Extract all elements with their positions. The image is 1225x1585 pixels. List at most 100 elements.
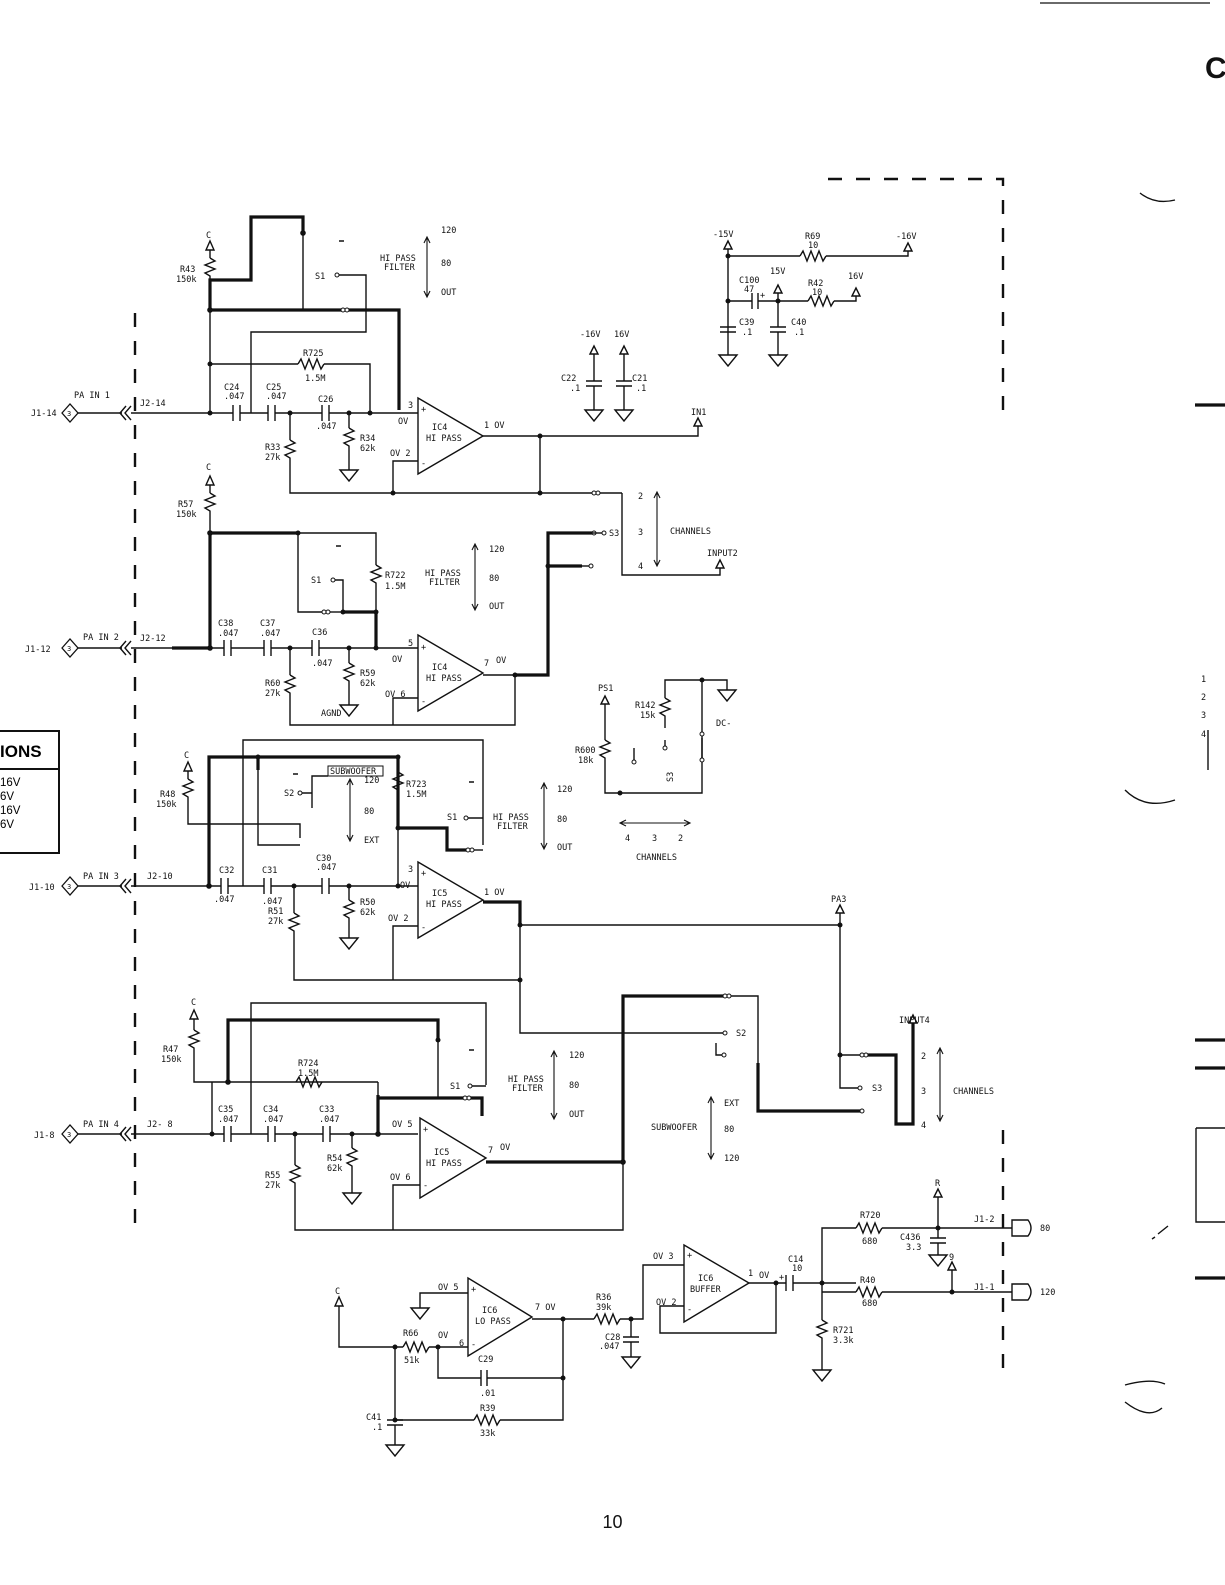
svg-text:C24: C24 xyxy=(224,383,239,393)
capacitor-c39 xyxy=(720,326,736,355)
svg-text:R33: R33 xyxy=(265,443,280,453)
svg-text:EXT: EXT xyxy=(364,836,379,846)
svg-text:R57: R57 xyxy=(178,500,193,510)
resistor-r724 xyxy=(295,1075,323,1089)
resistor-r57 xyxy=(203,492,217,533)
switch-s2-label: S2 xyxy=(284,789,294,799)
svg-text:1: 1 xyxy=(1201,675,1206,685)
svg-text:HI PASS: HI PASS xyxy=(426,1159,462,1169)
svg-text:OUT: OUT xyxy=(441,288,456,298)
svg-text:3.3k: 3.3k xyxy=(833,1336,853,1346)
svg-text:C31: C31 xyxy=(262,866,277,876)
svg-text:2: 2 xyxy=(921,1052,926,1062)
svg-text:HI PASS: HI PASS xyxy=(508,1075,544,1085)
resistor-r720 xyxy=(855,1221,883,1235)
svg-text:R55: R55 xyxy=(265,1171,280,1181)
svg-text:150k: 150k xyxy=(156,800,176,810)
svg-text:OV: OV xyxy=(759,1271,769,1281)
svg-text:4: 4 xyxy=(625,834,630,844)
svg-text:680: 680 xyxy=(862,1299,877,1309)
resistor-r50 xyxy=(342,899,356,938)
rca-jack-80 xyxy=(1011,1219,1032,1237)
svg-text:2: 2 xyxy=(638,492,643,502)
resistor-r721 xyxy=(815,1319,829,1370)
label-subwoofer-2: SUBWOOFER xyxy=(651,1123,698,1133)
svg-text:3: 3 xyxy=(408,865,413,875)
svg-text:.1: .1 xyxy=(570,384,580,394)
opamp-ic6-lo-pass xyxy=(467,1276,534,1358)
svg-text:.1: .1 xyxy=(742,328,752,338)
svg-text:.01: .01 xyxy=(480,1389,495,1399)
svg-text:2: 2 xyxy=(678,834,683,844)
svg-text:.1: .1 xyxy=(372,1423,382,1433)
resistor-r40 xyxy=(855,1285,883,1299)
svg-text:1 OV: 1 OV xyxy=(484,421,504,431)
options-legend-line: 16V xyxy=(0,805,21,817)
svg-text:-16V: -16V xyxy=(580,330,600,340)
capacitor-c36 xyxy=(311,640,320,656)
capacitor-c26 xyxy=(321,405,330,421)
svg-text:HI PASS: HI PASS xyxy=(426,900,462,910)
connector-j1-8: J1-8 xyxy=(34,1131,54,1141)
switch-s1-label: S1 xyxy=(315,272,325,282)
svg-text:IC6: IC6 xyxy=(698,1274,713,1284)
svg-text:80: 80 xyxy=(489,574,499,584)
svg-text:R47: R47 xyxy=(163,1045,178,1055)
svg-text:150k: 150k xyxy=(176,275,196,285)
svg-text:OV 6: OV 6 xyxy=(390,1173,410,1183)
resistor-r723 xyxy=(391,771,405,828)
label-agnd: AGND xyxy=(321,709,341,719)
capacitor-c38 xyxy=(223,640,232,656)
svg-text:C14: C14 xyxy=(788,1255,803,1265)
svg-text:.047: .047 xyxy=(262,897,282,907)
resistor-r69 xyxy=(799,249,827,263)
svg-text:R42: R42 xyxy=(808,279,823,289)
resistor-r43 xyxy=(203,257,217,310)
svg-text:R50: R50 xyxy=(360,898,375,908)
svg-text:4: 4 xyxy=(1201,730,1206,740)
svg-text:.047: .047 xyxy=(316,863,336,873)
capacitor-c34 xyxy=(267,1126,276,1142)
board-boundary-right-top xyxy=(828,177,1005,410)
svg-text:IC5: IC5 xyxy=(432,889,447,899)
svg-text:C41: C41 xyxy=(366,1413,381,1423)
svg-text:+: + xyxy=(779,1273,784,1283)
svg-text:10: 10 xyxy=(812,288,822,298)
svg-text:-16V: -16V xyxy=(896,232,916,242)
label-pa-in-1: PA IN 1 xyxy=(74,391,110,401)
switch-s2 xyxy=(293,773,328,808)
svg-text:R725: R725 xyxy=(303,349,323,359)
svg-text:DC-: DC- xyxy=(716,719,731,729)
svg-text:1.5M: 1.5M xyxy=(406,790,426,800)
svg-text:C100: C100 xyxy=(739,276,759,286)
svg-text:120: 120 xyxy=(489,545,504,555)
svg-text:OV 5: OV 5 xyxy=(438,1283,458,1293)
svg-text:R721: R721 xyxy=(833,1326,853,1336)
svg-text:C25: C25 xyxy=(266,383,281,393)
label-channels-2: CHANNELS xyxy=(636,853,677,863)
label-input2: INPUT2 xyxy=(707,549,738,559)
svg-text:C33: C33 xyxy=(319,1105,334,1115)
svg-text:4: 4 xyxy=(638,562,643,572)
svg-text:80: 80 xyxy=(364,807,374,817)
capacitor-c25 xyxy=(267,405,276,421)
svg-text:.047: .047 xyxy=(312,659,332,669)
connector-j1-12: J1-12 xyxy=(25,645,51,655)
resistor-r51 xyxy=(287,912,393,981)
resistor-r48 xyxy=(181,778,301,838)
svg-text:OV 2: OV 2 xyxy=(656,1298,676,1308)
svg-text:33k: 33k xyxy=(480,1429,495,1439)
options-legend-line: 6V xyxy=(0,791,15,803)
svg-text:C: C xyxy=(206,463,211,473)
svg-text:1: 1 xyxy=(748,1269,753,1279)
svg-text:OV: OV xyxy=(400,881,410,891)
svg-text:FILTER: FILTER xyxy=(497,822,529,832)
switch-s1-label-2: S1 xyxy=(311,576,321,586)
svg-text:62k: 62k xyxy=(327,1164,342,1174)
svg-text:OV 2: OV 2 xyxy=(390,449,410,459)
svg-text:.1: .1 xyxy=(794,328,804,338)
label-in1: IN1 xyxy=(691,408,706,418)
svg-text:R39: R39 xyxy=(480,1404,495,1414)
svg-text:HI PASS: HI PASS xyxy=(426,434,462,444)
